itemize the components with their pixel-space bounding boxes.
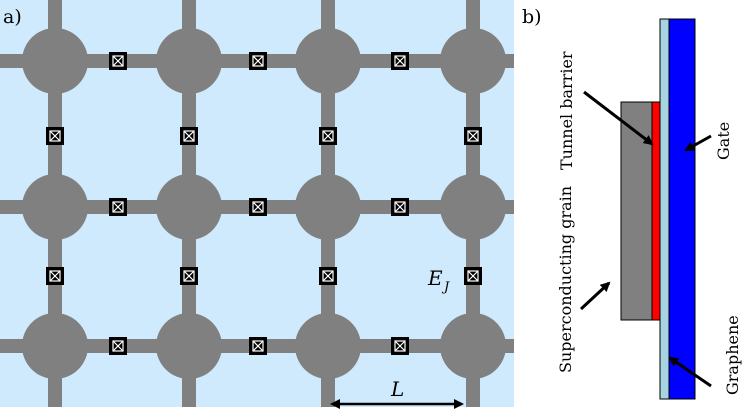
- graphene-label: Graphene: [723, 315, 742, 395]
- grain: [440, 28, 506, 94]
- spacing-label: L: [390, 377, 404, 401]
- gate-arrow: [684, 134, 712, 152]
- josephson-junction: [46, 127, 64, 145]
- grain: [156, 28, 222, 94]
- josephson-junction: [391, 337, 409, 355]
- panel-b-label: b): [522, 6, 542, 28]
- graphene-layer: [659, 18, 670, 400]
- josephson-junction: [391, 52, 409, 70]
- josephson-junction: [109, 198, 127, 216]
- gate-layer: [668, 18, 696, 400]
- panel-a: E J L a): [0, 0, 514, 409]
- tunnel-barrier-layer: [651, 101, 661, 321]
- grain: [440, 174, 506, 240]
- josephson-junction: [319, 267, 337, 285]
- josephson-junction: [180, 267, 198, 285]
- tunnel-barrier-arrow: [583, 90, 654, 146]
- josephson-junction: [249, 337, 267, 355]
- josephson-junction: [109, 337, 127, 355]
- junctions: [46, 52, 482, 355]
- grain: [22, 174, 88, 240]
- grain: [22, 313, 88, 379]
- grain: [156, 174, 222, 240]
- josephson-junction: [46, 267, 64, 285]
- grains: [22, 28, 506, 379]
- junction-energy-label: E J: [427, 266, 450, 295]
- grain: [295, 174, 361, 240]
- superconducting-grain-arrow: [579, 281, 611, 311]
- tunnel-barrier-label: Tunnel barrier: [557, 51, 576, 170]
- superconducting-grain-label: Superconducting grain: [556, 186, 575, 373]
- josephson-junction: [249, 198, 267, 216]
- spacing-indicator: L: [330, 377, 464, 409]
- josephson-junction: [109, 52, 127, 70]
- grain: [295, 28, 361, 94]
- grain: [156, 313, 222, 379]
- josephson-junction: [391, 198, 409, 216]
- josephson-junction: [249, 52, 267, 70]
- panel-a-label: a): [3, 6, 22, 28]
- grain: [440, 313, 506, 379]
- junction-energy-subscript: J: [441, 280, 450, 295]
- superconducting-grain-layer: [620, 101, 653, 321]
- panel-b: b) Tunnel barrier Superconducting grain …: [522, 6, 742, 400]
- josephson-junction: [319, 127, 337, 145]
- gate-label: Gate: [714, 122, 733, 160]
- graphene-arrow: [668, 356, 712, 388]
- josephson-junction: [464, 267, 482, 285]
- grain: [295, 313, 361, 379]
- josephson-junction: [464, 127, 482, 145]
- josephson-junction: [180, 127, 198, 145]
- junction-energy-symbol: E: [427, 266, 443, 290]
- grain: [22, 28, 88, 94]
